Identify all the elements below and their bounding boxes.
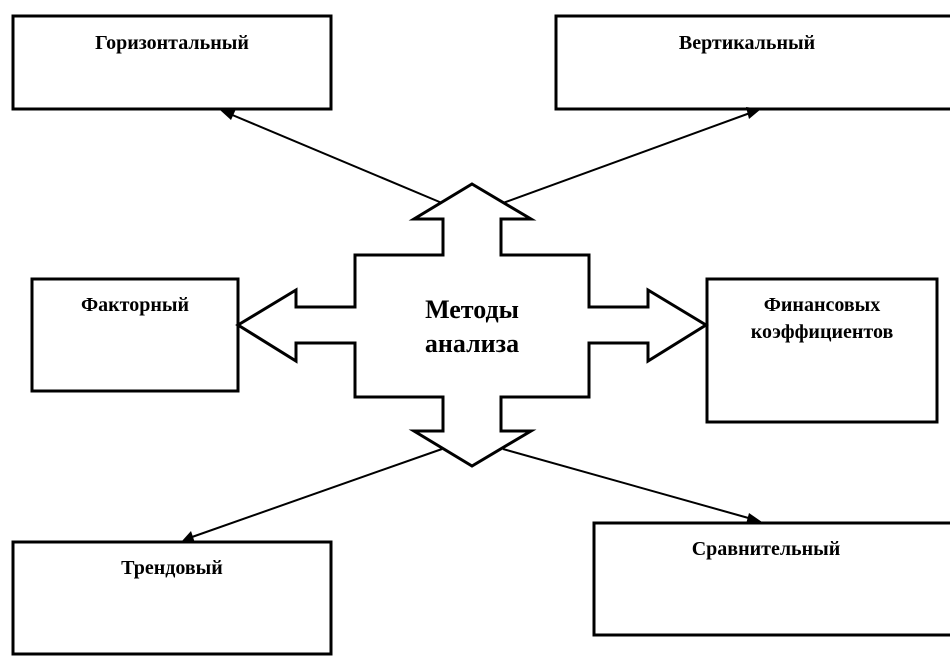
center-label-line1: Методы	[425, 295, 519, 324]
node-vertical: Вертикальный	[554, 14, 950, 111]
arrowhead-icon	[746, 513, 762, 524]
node-comparative-label: Сравнительный	[692, 538, 841, 560]
edge-line	[502, 112, 751, 204]
edge-center-to-vertical	[502, 107, 761, 204]
node-vertical-label: Вертикальный	[679, 32, 815, 54]
node-horizontal-box	[11, 14, 333, 111]
node-horizontal: Горизонтальный	[11, 14, 333, 111]
edge-center-to-horizontal	[220, 109, 443, 204]
node-trend-label: Трендовый	[121, 557, 223, 579]
center-cross-arrow-shape	[235, 182, 709, 468]
node-comparative-box	[592, 521, 950, 637]
node-ratios-box	[705, 277, 939, 424]
node-comparative: Сравнительный	[592, 521, 950, 637]
edge-center-to-trend	[182, 448, 443, 543]
node-factor-label: Факторный	[81, 294, 189, 316]
arrowhead-icon	[746, 107, 761, 119]
arrowhead-icon	[182, 531, 195, 543]
node-factor: Факторный	[30, 277, 240, 393]
center-label-line2: анализа	[425, 329, 519, 358]
node-ratios: Финансовых коэффициентов	[705, 277, 939, 424]
node-vertical-box	[554, 14, 950, 111]
edge-line	[502, 448, 753, 520]
node-ratios-label-line1: Финансовых	[764, 294, 881, 316]
arrowhead-icon	[220, 109, 236, 120]
edge-center-to-comparative	[502, 448, 762, 524]
edge-line	[191, 448, 443, 538]
node-trend: Трендовый	[11, 540, 333, 656]
node-factor-box	[30, 277, 240, 393]
node-horizontal-label: Горизонтальный	[95, 32, 249, 54]
edge-line	[229, 113, 443, 204]
node-ratios-label-line2: коэффициентов	[751, 321, 894, 343]
node-trend-box	[11, 540, 333, 656]
